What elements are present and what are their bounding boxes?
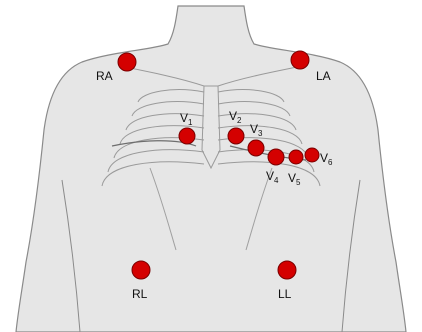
electrode-ll <box>278 261 296 279</box>
label-la: LA <box>316 69 331 83</box>
label-ra: RA <box>96 69 113 83</box>
electrode-rl <box>132 261 150 279</box>
label-ll: LL <box>278 287 292 301</box>
electrode-v1 <box>179 128 195 144</box>
electrode-la <box>291 51 309 69</box>
electrode-v3 <box>248 140 264 156</box>
label-rl: RL <box>132 287 148 301</box>
electrode-ra <box>118 53 136 71</box>
electrode-v5 <box>289 150 303 164</box>
electrode-v6 <box>305 148 319 162</box>
electrode-v2 <box>228 128 244 144</box>
electrode-v4 <box>268 149 284 165</box>
